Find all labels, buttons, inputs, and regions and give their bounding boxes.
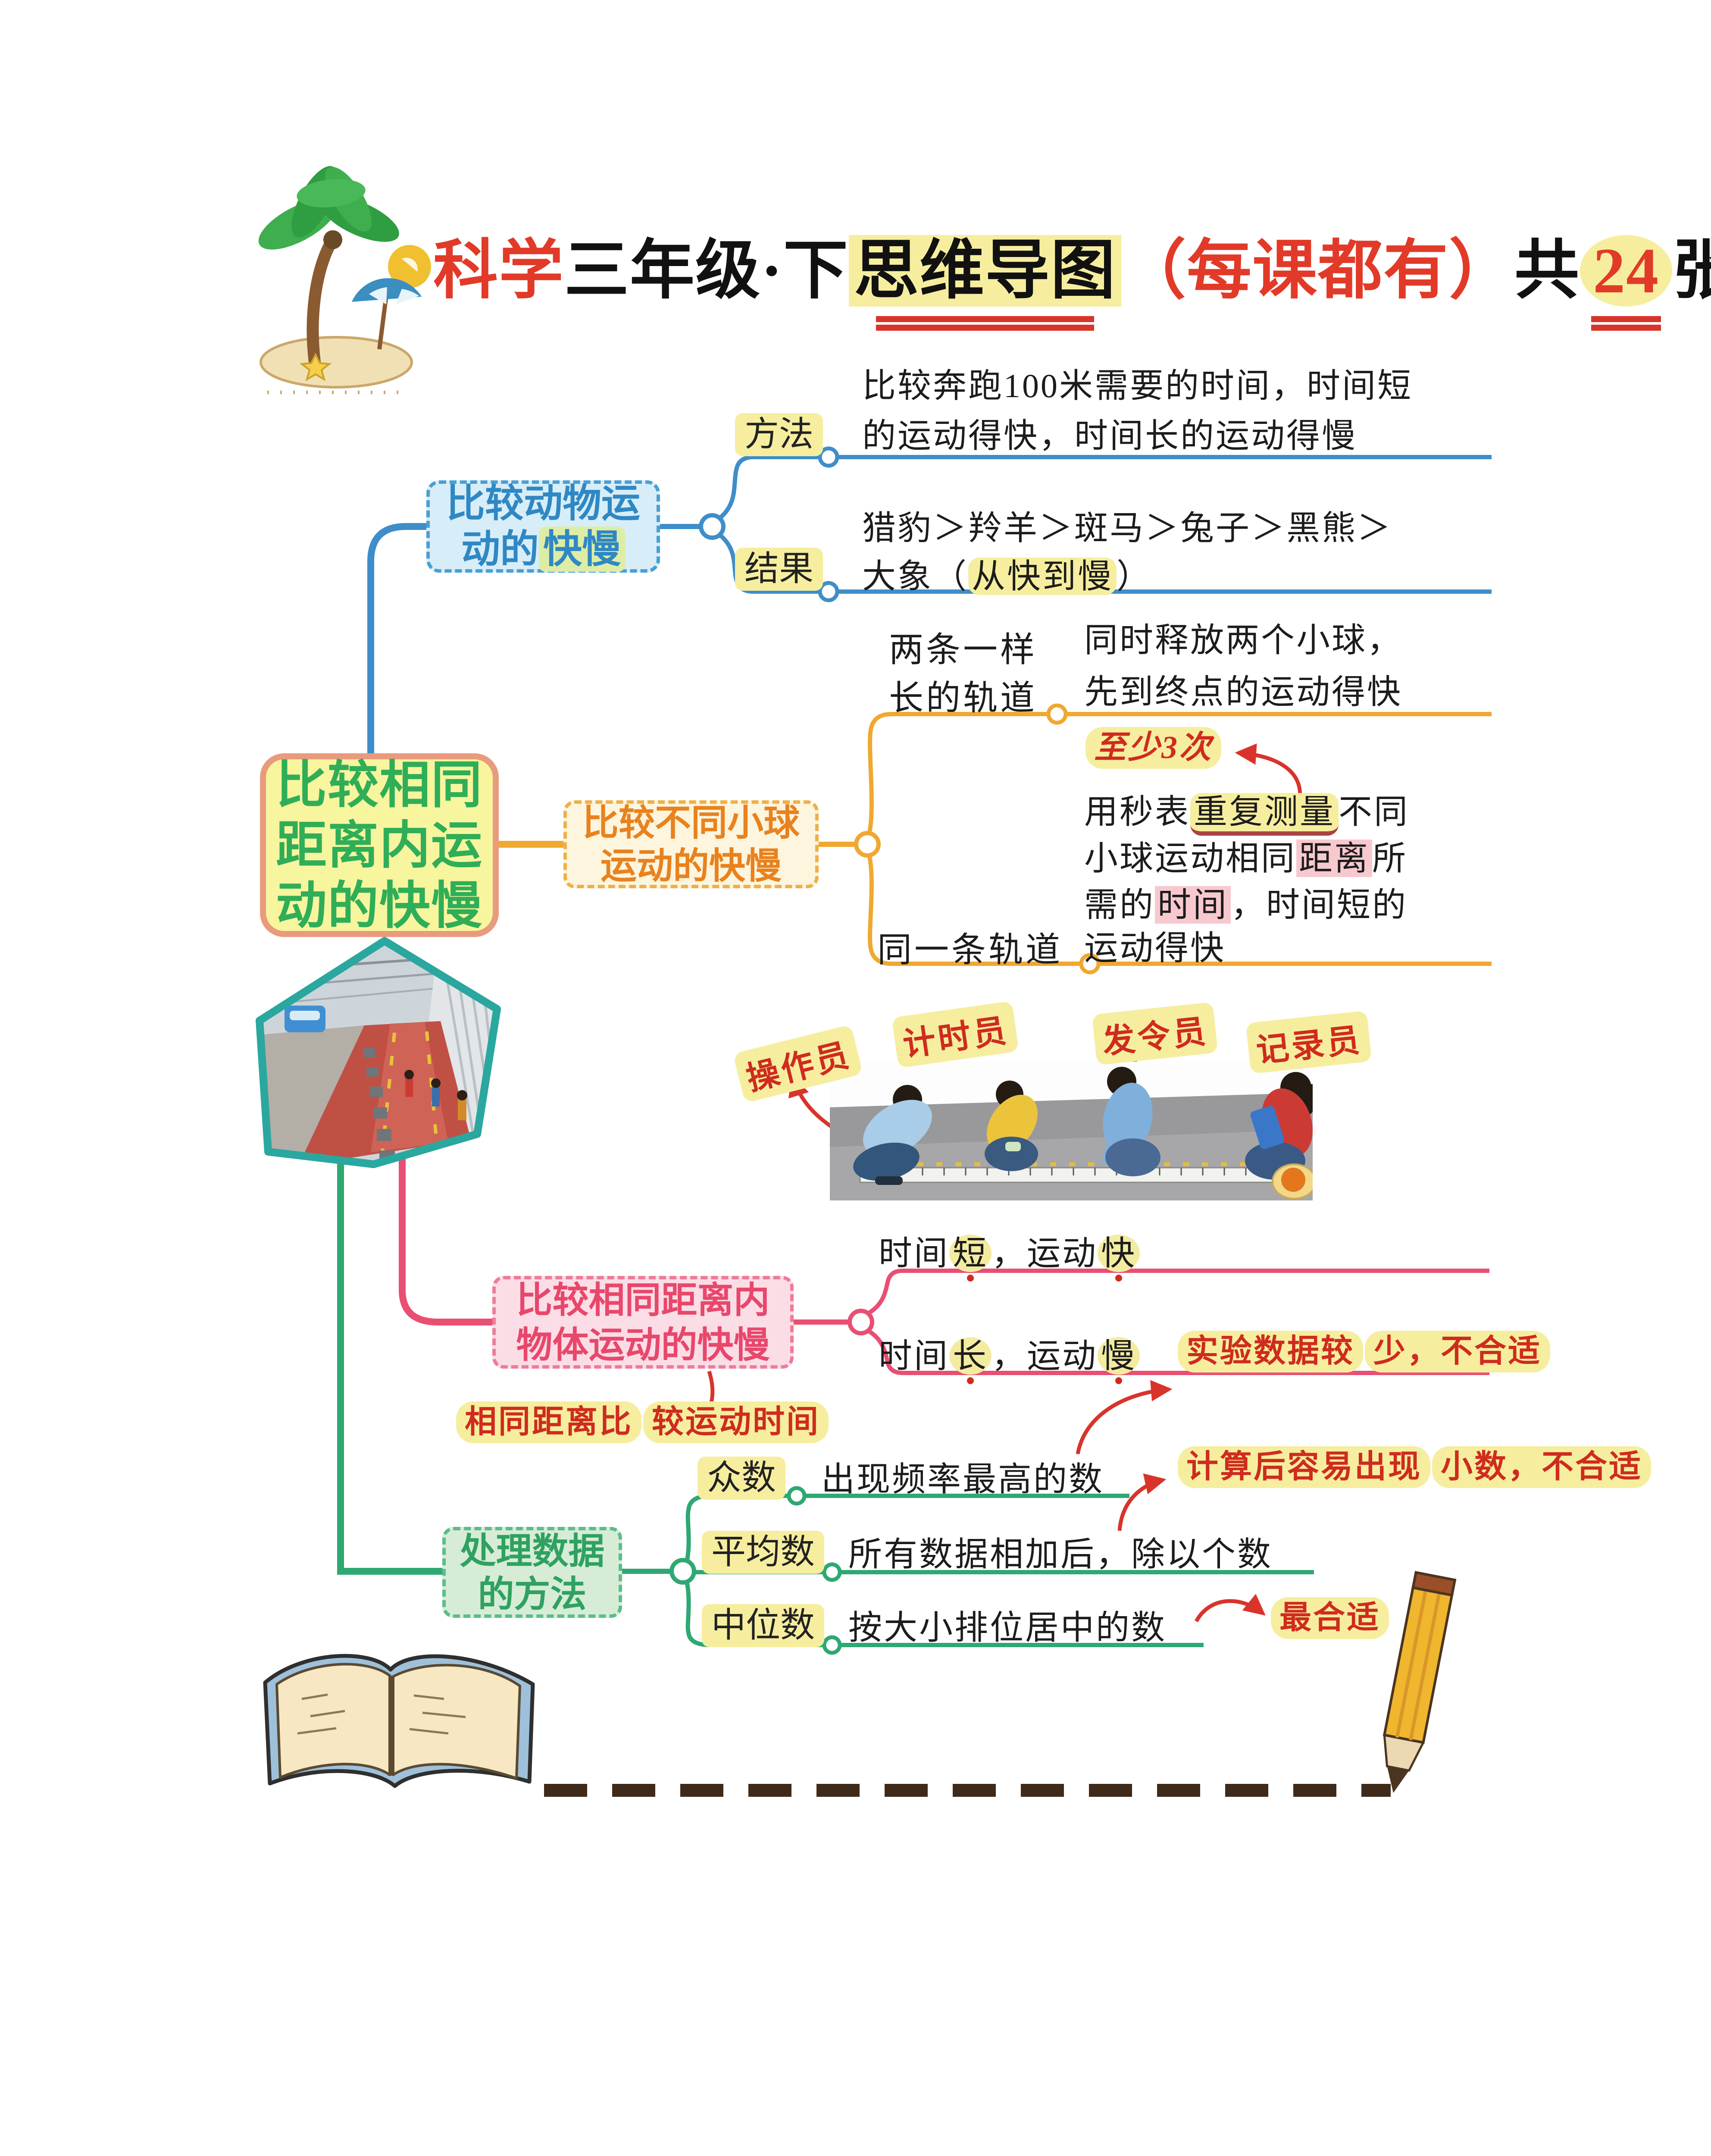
tag-two-tracks: 两条一样 长的轨道: [889, 626, 1037, 723]
text-seg: ，运动: [992, 1337, 1098, 1375]
text-seg: ）: [1117, 558, 1152, 595]
title-part: 三年级·下: [564, 235, 849, 307]
node-line: 比较相同距离内: [516, 1279, 770, 1321]
note-at-least-3-times: 至少3次: [1085, 727, 1221, 769]
node-data-methods: 处理数据 的方法: [442, 1527, 622, 1618]
note-line: 计算后容易出现: [1178, 1446, 1430, 1489]
node-compare-animals: 比较动物运 动的快慢: [426, 480, 660, 573]
tag-mode: 众数: [698, 1457, 785, 1500]
note-line: 少，不合适: [1365, 1331, 1550, 1373]
node-line: 运动的快慢: [600, 845, 782, 887]
node-compare-balls: 比较不同小球 运动的快慢: [563, 800, 819, 888]
text-seg: 所: [1372, 840, 1408, 877]
branch-balls-lines: [499, 703, 1492, 975]
root-line: 比较相同: [275, 755, 483, 815]
text-seg: ，时间短的: [1231, 886, 1408, 924]
experiment-photo: [830, 1062, 1313, 1200]
one-track-text-line2: 小球运动相同距离所: [1084, 838, 1408, 879]
text-seg-emphasis: 慢: [1098, 1337, 1140, 1375]
note-mean-unsuitable: 计算后容易出现 小数，不合适: [1178, 1444, 1651, 1489]
note-same-distance: 相同距离比 较运动时间: [456, 1398, 829, 1444]
node-line: 动的快慢: [461, 526, 625, 572]
two-tracks-text-line1: 同时释放两个小球，: [1084, 621, 1403, 659]
hexagon-photo: [256, 937, 501, 1168]
one-track-text-line3: 需的时间，时间短的: [1084, 885, 1408, 925]
tag-result: 结果: [735, 548, 823, 591]
palm-beach-icon: [258, 166, 431, 394]
text-seg: 时间: [879, 1235, 950, 1272]
text-seg: 动的: [461, 526, 539, 572]
node-line: 比较不同小球: [582, 802, 800, 844]
text-seg: 小球运动相同: [1084, 840, 1297, 877]
text-seg: 需的: [1084, 886, 1155, 924]
text-seg-highlight: 时间: [1155, 886, 1231, 924]
text-seg-emphasis: 长: [949, 1337, 992, 1375]
text-seg-highlight: 快慢: [539, 526, 625, 572]
one-track-text-line4: 运动得快: [1084, 929, 1226, 967]
note-median-best: 最合适: [1271, 1597, 1389, 1639]
result-text-line1: 猎豹＞羚羊＞斑马＞兔子＞黑熊＞: [862, 509, 1393, 547]
text-seg: 不同: [1339, 793, 1410, 830]
title-part: 张: [1672, 235, 1711, 307]
book-icon: [263, 1654, 535, 1788]
node-line: 处理数据: [460, 1529, 605, 1572]
text-seg: 时间: [879, 1337, 950, 1375]
root-line: 动的快慢: [275, 876, 483, 935]
tag-mean: 平均数: [702, 1531, 824, 1574]
note-line: 相同距离比: [456, 1401, 641, 1444]
text-seg: ，运动: [992, 1235, 1098, 1272]
note-line: 小数，不合适: [1432, 1446, 1651, 1489]
root-line: 距离内运: [275, 815, 483, 875]
text-seg: 大象（: [862, 558, 969, 595]
mean-text: 所有数据相加后，除以个数: [848, 1536, 1273, 1573]
mode-text: 出现频率最高的数: [821, 1460, 1104, 1498]
node-line: 物体运动的快慢: [516, 1323, 770, 1366]
tag-median: 中位数: [702, 1604, 824, 1647]
title-part: （每课都有）: [1121, 235, 1515, 307]
title-part: 共: [1514, 235, 1580, 307]
fast-text: 时间短，运动快: [879, 1233, 1140, 1274]
note-mode-unsuitable: 实验数据较 少，不合适: [1178, 1328, 1550, 1373]
slow-text: 时间长，运动慢: [879, 1336, 1140, 1376]
text-seg: 两条一样: [889, 631, 1037, 669]
text-seg-emphasis: 快: [1098, 1235, 1140, 1272]
tag-method: 方法: [735, 413, 823, 456]
root-node: 比较相同 距离内运 动的快慢: [260, 753, 499, 937]
method-text-line2: 的运动得快，时间长的运动得慢: [862, 417, 1358, 454]
text-seg: 用秒表: [1084, 793, 1191, 830]
text-seg-highlight: 重复测量: [1190, 793, 1339, 836]
two-tracks-text-line2: 先到终点的运动得快: [1084, 673, 1403, 711]
text-seg-highlight: 距离: [1296, 840, 1373, 877]
title-part-highlighted: 思维导图: [849, 235, 1122, 307]
title-count: 24: [1580, 235, 1673, 307]
method-text-line1: 比较奔跑100米需要的时间，时间短: [862, 367, 1413, 404]
tag-one-track: 同一条轨道: [877, 931, 1063, 969]
text-seg-emphasis: 短: [949, 1235, 992, 1272]
branch-data-lines: [337, 1156, 1314, 1655]
text-seg: 长的轨道: [889, 680, 1037, 718]
title-part: 科学: [433, 235, 565, 307]
note-line: 较运动时间: [643, 1401, 829, 1444]
node-line: 的方法: [478, 1573, 587, 1615]
note-line: 实验数据较: [1178, 1331, 1363, 1373]
pencil-icon: [1383, 1571, 1457, 1793]
node-line: 比较动物运: [446, 481, 640, 526]
branch-distance-lines: [399, 1159, 1489, 1375]
text-seg-highlight: 从快到慢: [968, 558, 1117, 595]
one-track-text-line1: 用秒表重复测量不同: [1084, 792, 1410, 836]
result-text-line2: 大象（从快到慢）: [862, 556, 1152, 597]
node-compare-distance: 比较相同距离内 物体运动的快慢: [492, 1276, 794, 1369]
median-text: 按大小排位居中的数: [848, 1609, 1167, 1646]
